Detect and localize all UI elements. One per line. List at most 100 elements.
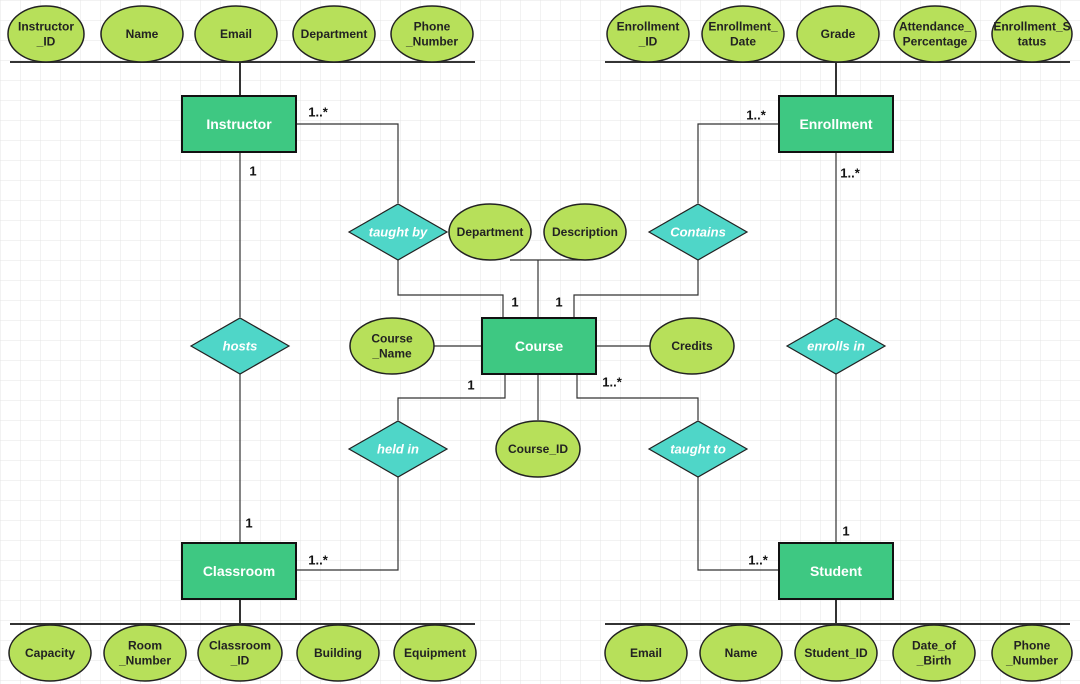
attribute-course-credits[interactable]: Credits <box>649 317 735 375</box>
connector-line <box>573 260 699 318</box>
attribute-instructor-name[interactable]: Name <box>100 5 184 63</box>
relationship-contains[interactable]: Contains <box>647 203 749 261</box>
attribute-instructor-email[interactable]: Email <box>194 5 278 63</box>
attribute-label: Building <box>314 646 362 660</box>
attribute-ellipse[interactable] <box>701 5 785 63</box>
attribute-label: Percentage <box>903 35 968 49</box>
attribute-label: _Number <box>405 35 458 49</box>
attribute-label: _ID <box>638 35 658 49</box>
attribute-student-name[interactable]: Name <box>699 624 783 682</box>
attribute-ellipse[interactable] <box>649 317 735 375</box>
attribute-enrollment-attendance-percentage[interactable]: Attendance_Percentage <box>893 5 977 63</box>
attribute-enrollment-grade[interactable]: Grade <box>796 5 880 63</box>
entity-classroom[interactable]: Classroom <box>181 542 297 600</box>
connector-line <box>397 374 506 420</box>
entity-box[interactable] <box>481 317 597 375</box>
attribute-student-student-id[interactable]: Student_ID <box>794 624 878 682</box>
attribute-classroom-classroom-id[interactable]: Classroom_ID <box>197 624 283 682</box>
attribute-ellipse[interactable] <box>390 5 474 63</box>
attribute-instructor-phone-number[interactable]: Phone_Number <box>390 5 474 63</box>
attribute-label: Date <box>730 35 756 49</box>
attribute-ellipse[interactable] <box>8 624 92 682</box>
relationship-enrolls-in[interactable]: enrolls in <box>785 317 887 375</box>
attribute-classroom-capacity[interactable]: Capacity <box>8 624 92 682</box>
relationship-taught-to[interactable]: taught to <box>647 420 749 478</box>
entity-enrollment[interactable]: Enrollment <box>778 95 894 153</box>
entity-box[interactable] <box>778 95 894 153</box>
relationship-diamond[interactable] <box>785 317 887 375</box>
relationship-diamond[interactable] <box>647 203 749 261</box>
attribute-enrollment-enrollment-id[interactable]: Enrollment_ID <box>606 5 690 63</box>
attribute-ellipse[interactable] <box>495 420 581 478</box>
attribute-enrollment-enrollment-date[interactable]: Enrollment_Date <box>701 5 785 63</box>
cardinality-course-taught-to: 1..* <box>602 375 622 390</box>
attribute-student-email[interactable]: Email <box>604 624 688 682</box>
cardinality-enrollment-contains: 1..* <box>746 108 766 123</box>
attribute-ellipse[interactable] <box>604 624 688 682</box>
attribute-ellipse[interactable] <box>606 5 690 63</box>
relationship-hosts[interactable]: hosts <box>189 317 291 375</box>
attribute-label: Student_ID <box>804 646 868 660</box>
attribute-label: Description <box>552 225 618 239</box>
entity-label: Instructor <box>206 116 272 132</box>
attribute-label: _ID <box>36 35 56 49</box>
attribute-ellipse[interactable] <box>349 317 435 375</box>
cardinality-instructor-taught-by: 1..* <box>308 105 328 120</box>
attribute-instructor-department[interactable]: Department <box>292 5 376 63</box>
attribute-course-description[interactable]: Description <box>543 203 627 261</box>
attribute-ellipse[interactable] <box>100 5 184 63</box>
attribute-ellipse[interactable] <box>7 5 85 63</box>
relationship-diamond[interactable] <box>189 317 291 375</box>
attribute-ellipse[interactable] <box>393 624 477 682</box>
attribute-ellipse[interactable] <box>103 624 187 682</box>
attribute-ellipse[interactable] <box>543 203 627 261</box>
relationship-diamond[interactable] <box>647 420 749 478</box>
attribute-label: Enrollment_ <box>708 20 778 34</box>
attribute-instructor-instructor-id[interactable]: Instructor_ID <box>7 5 85 63</box>
entity-box[interactable] <box>181 95 297 153</box>
attribute-classroom-equipment[interactable]: Equipment <box>393 624 477 682</box>
attribute-student-phone-number[interactable]: Phone_Number <box>991 624 1073 682</box>
attribute-label: Grade <box>821 27 856 41</box>
attribute-ellipse[interactable] <box>893 5 977 63</box>
attribute-ellipse[interactable] <box>292 5 376 63</box>
attribute-ellipse[interactable] <box>892 624 976 682</box>
relationship-diamond[interactable] <box>347 203 449 261</box>
relationship-held-in[interactable]: held in <box>347 420 449 478</box>
attribute-ellipse[interactable] <box>699 624 783 682</box>
attribute-student-date-of-birth[interactable]: Date_of_Birth <box>892 624 976 682</box>
attribute-ellipse[interactable] <box>296 624 380 682</box>
attribute-classroom-room-number[interactable]: Room_Number <box>103 624 187 682</box>
connector-line <box>697 123 779 203</box>
attribute-course-department[interactable]: Department <box>448 203 532 261</box>
entity-course[interactable]: Course <box>481 317 597 375</box>
entity-box[interactable] <box>181 542 297 600</box>
attribute-classroom-building[interactable]: Building <box>296 624 380 682</box>
attribute-label: Email <box>630 646 662 660</box>
relationship-taught-by[interactable]: taught by <box>347 203 449 261</box>
relationship-label: Contains <box>670 225 726 240</box>
entity-label: Classroom <box>203 563 275 579</box>
attribute-ellipse[interactable] <box>991 5 1073 63</box>
entity-box[interactable] <box>778 542 894 600</box>
attribute-ellipse[interactable] <box>796 5 880 63</box>
attribute-ellipse[interactable] <box>448 203 532 261</box>
attribute-label: Classroom <box>209 639 271 653</box>
cardinality-classroom-hosts: 1 <box>245 516 252 531</box>
entity-instructor[interactable]: Instructor <box>181 95 297 153</box>
attribute-ellipse[interactable] <box>197 624 283 682</box>
relationship-diamond[interactable] <box>347 420 449 478</box>
attribute-ellipse[interactable] <box>194 5 278 63</box>
attribute-course-course-id[interactable]: Course_ID <box>495 420 581 478</box>
attribute-label: Name <box>725 646 758 660</box>
attribute-label: Phone <box>1014 639 1051 653</box>
entity-student[interactable]: Student <box>778 542 894 600</box>
attribute-course-course-name[interactable]: Course_Name <box>349 317 435 375</box>
attribute-ellipse[interactable] <box>794 624 878 682</box>
relationship-label: held in <box>377 442 419 457</box>
attribute-ellipse[interactable] <box>991 624 1073 682</box>
